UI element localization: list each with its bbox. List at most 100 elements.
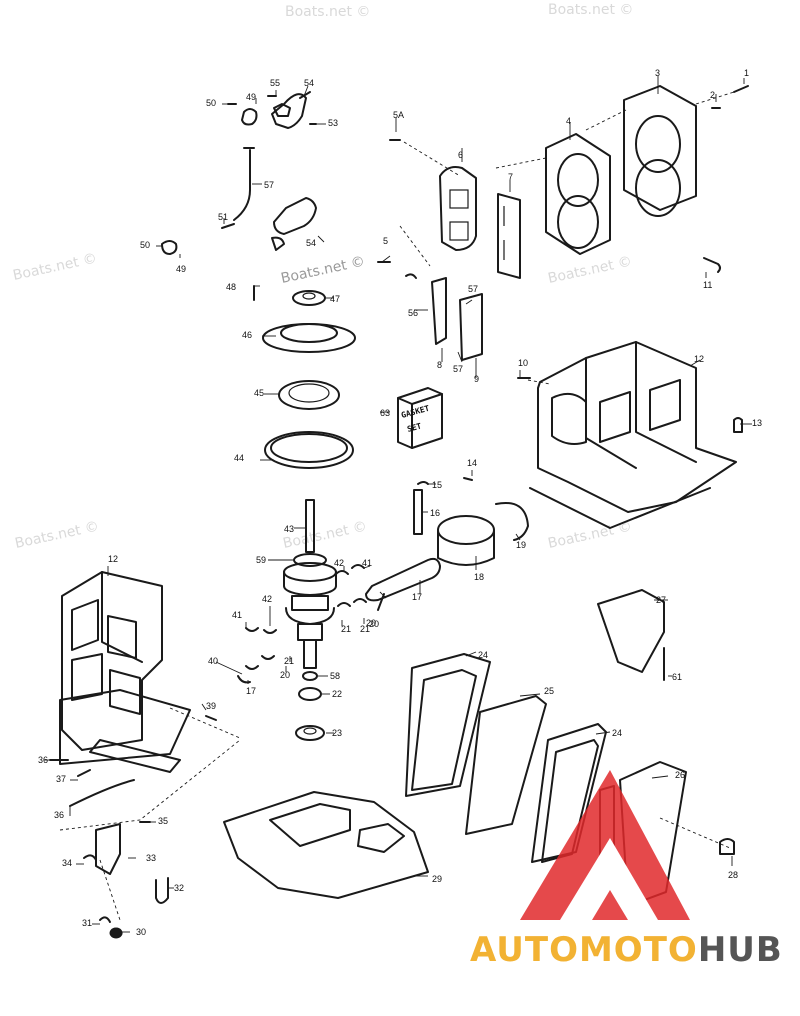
watermark: Boats.net © <box>547 254 634 287</box>
callout-number: 48 <box>226 282 236 292</box>
callout-number: 57 <box>264 180 274 190</box>
callout-number: 21 <box>284 656 294 666</box>
callout-number: 45 <box>254 388 264 398</box>
callout-number: 12 <box>694 354 704 364</box>
callout-number: 37 <box>56 774 66 784</box>
callout-number: 30 <box>136 927 146 937</box>
watermark: Boats.net © <box>285 4 370 20</box>
callout-number: 55 <box>270 78 280 88</box>
callout-number: 29 <box>432 874 442 884</box>
callout-number: 61 <box>672 672 682 682</box>
callout-number: 42 <box>262 594 272 604</box>
callout-number: 41 <box>362 558 372 568</box>
callout-number: 43 <box>284 524 294 534</box>
callout-number: 25 <box>544 686 554 696</box>
callout-number: 59 <box>256 555 266 565</box>
callout-number: 5A <box>393 110 404 120</box>
watermark: Boats.net © <box>12 251 99 284</box>
callout-number: 15 <box>432 480 442 490</box>
base-gasket <box>223 791 429 899</box>
callout-number: 11 <box>703 280 712 290</box>
watermark: Boats.net © <box>14 519 101 552</box>
callout-number: 2 <box>710 90 715 100</box>
callout-number: 12 <box>108 554 118 564</box>
linkage-assembly <box>161 91 317 255</box>
callout-number: 23 <box>332 728 342 738</box>
callout-number: 39 <box>206 701 216 711</box>
callout-number: 17 <box>246 686 256 696</box>
callout-number: 20 <box>366 618 376 628</box>
callout-number: 18 <box>474 572 484 582</box>
callout-number: 10 <box>518 358 528 368</box>
leader-lines <box>44 76 752 933</box>
callout-number: 53 <box>328 118 338 128</box>
callout-number: 4 <box>566 116 571 126</box>
callout-number: 16 <box>430 508 440 518</box>
callout-number: 26 <box>675 770 685 780</box>
watermark: Boats.net © <box>548 2 633 18</box>
callout-number: 24 <box>478 650 488 660</box>
callout-number: 49 <box>176 264 186 274</box>
callout-number: 8 <box>437 360 442 370</box>
callout-number: 32 <box>174 883 184 893</box>
callout-number: 31 <box>82 918 92 928</box>
cylinder-head-parts <box>377 85 749 361</box>
callout-number: 17 <box>412 592 422 602</box>
box-label-line2: SET <box>406 421 422 433</box>
callout-number: 47 <box>330 294 340 304</box>
callout-number: 42 <box>334 558 344 568</box>
callout-layer: 123455A678910111213141516171819202122232… <box>38 68 762 937</box>
callout-number: 36 <box>54 810 64 820</box>
callout-number: 27 <box>656 595 666 605</box>
callout-number: 21 <box>341 624 351 634</box>
callout-number: 51 <box>218 212 228 222</box>
callout-number: 5 <box>383 236 388 246</box>
crankcase-right <box>517 341 743 529</box>
gasket-set-box: GASKET SET <box>397 387 443 449</box>
callout-number: 19 <box>516 540 526 550</box>
crankcase-left <box>59 571 191 773</box>
bearing-cage-stack <box>253 285 356 469</box>
callout-number: 46 <box>242 330 252 340</box>
callout-number: 54 <box>306 238 316 248</box>
callout-number: 33 <box>146 853 156 863</box>
callout-number: 28 <box>728 870 738 880</box>
callout-number: 49 <box>246 92 256 102</box>
automotohub-logo-icon <box>520 770 690 920</box>
callout-number: 20 <box>369 619 379 629</box>
callout-number: 41 <box>232 610 242 620</box>
callout-number: 44 <box>234 453 244 463</box>
callout-number: 50 <box>206 98 216 108</box>
callout-number: 58 <box>330 671 340 681</box>
automotohub-logo: AUTOMOTOHUB <box>470 930 800 974</box>
callout-number: 35 <box>158 816 168 826</box>
callout-number: 3 <box>655 68 660 78</box>
callout-number: 40 <box>208 656 218 666</box>
callout-number: 14 <box>467 458 477 468</box>
crankshaft <box>283 499 337 741</box>
callout-number: 36 <box>38 755 48 765</box>
callout-number: 1 <box>744 68 749 78</box>
box-label-line1: GASKET <box>400 404 430 420</box>
logo-text-part1: AUTOMOTO <box>470 930 698 970</box>
callout-number: 50 <box>140 240 150 250</box>
watermark: Boats.net © <box>282 519 369 552</box>
callout-number: 63 <box>380 408 390 418</box>
callout-number: 34 <box>62 858 72 868</box>
logo-text-part2: HUB <box>697 930 783 970</box>
callout-number: 22 <box>332 689 342 699</box>
callout-number: 20 <box>280 670 290 680</box>
callout-number: 9 <box>474 374 479 384</box>
callout-number: 57 <box>468 284 478 294</box>
callout-number: 24 <box>612 728 622 738</box>
bearings <box>237 564 367 684</box>
callout-number: 7 <box>508 172 513 182</box>
lower-left-hardware <box>49 715 217 939</box>
rod-piston <box>365 477 529 611</box>
callout-number: 13 <box>752 418 762 428</box>
callout-number: 56 <box>408 308 418 318</box>
callout-number: 6 <box>458 150 463 160</box>
callout-number: 57 <box>453 364 463 374</box>
callout-number: 21 <box>360 624 370 634</box>
